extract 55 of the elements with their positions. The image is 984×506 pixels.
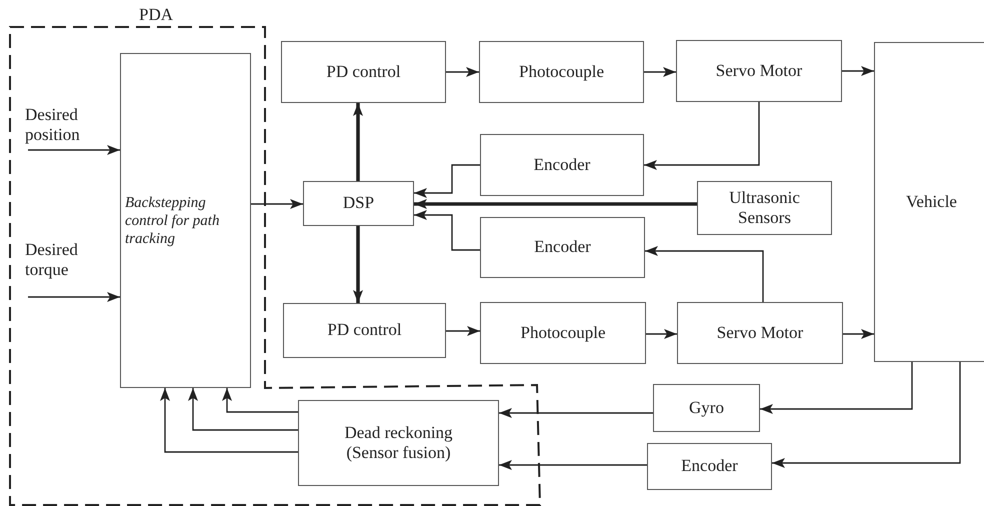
arrow: [414, 164, 480, 198]
block-box: [697, 181, 832, 235]
block-box: [120, 53, 251, 388]
block-label: PD control: [326, 62, 401, 82]
arrow: [842, 66, 874, 76]
block-box: [480, 302, 646, 364]
arrow: [188, 388, 298, 431]
block-label: PD control: [327, 320, 402, 341]
block-label: Encoder: [681, 456, 738, 477]
arrow: [222, 388, 298, 413]
block-box: [283, 303, 446, 358]
block-box: [647, 443, 772, 490]
arrow: [499, 408, 653, 418]
block-label: Photocouple: [519, 62, 604, 82]
arrow: [760, 362, 913, 414]
block-box: [676, 40, 842, 102]
arrow: [28, 145, 120, 155]
arrow: [251, 199, 303, 209]
block-label: Servo Motor: [716, 60, 802, 82]
block-box: [298, 400, 499, 486]
arrow: [446, 326, 480, 336]
arrow: [843, 329, 874, 339]
arrow: [499, 460, 647, 470]
arrow: [645, 246, 764, 302]
block-label: Encoder: [534, 237, 591, 258]
block-label: Photocouple: [520, 322, 606, 344]
arrow: [353, 226, 363, 303]
arrow: [28, 292, 120, 302]
block-label: DSP: [342, 193, 374, 214]
block-box: [677, 302, 843, 364]
block-label: Dead reckoning (Sensor fusion): [343, 422, 454, 464]
arrow: [772, 362, 961, 468]
block-label: Backstepping control for path tracking: [124, 194, 220, 248]
arrow: [414, 210, 480, 251]
input-label: Desired position: [25, 105, 81, 146]
arrow: [646, 329, 677, 339]
block-box: [480, 134, 644, 196]
arrow: [414, 199, 697, 209]
block-label: Ultrasonic Sensors: [728, 188, 801, 228]
block-box: [480, 217, 645, 278]
block-box: [874, 42, 984, 362]
block-box: [281, 41, 446, 103]
block-box: [653, 384, 760, 432]
arrow: [644, 102, 760, 170]
arrow: [353, 103, 363, 181]
arrow: [644, 67, 676, 77]
arrow: [160, 388, 298, 453]
block-label: Encoder: [534, 154, 590, 176]
block-box: [303, 181, 414, 226]
block-box: [479, 41, 644, 103]
block-label: Vehicle: [906, 192, 957, 212]
input-label: Desired torque: [25, 240, 79, 281]
block-label: Servo Motor: [716, 322, 804, 344]
arrow: [446, 67, 479, 77]
block-label: Gyro: [689, 398, 724, 418]
